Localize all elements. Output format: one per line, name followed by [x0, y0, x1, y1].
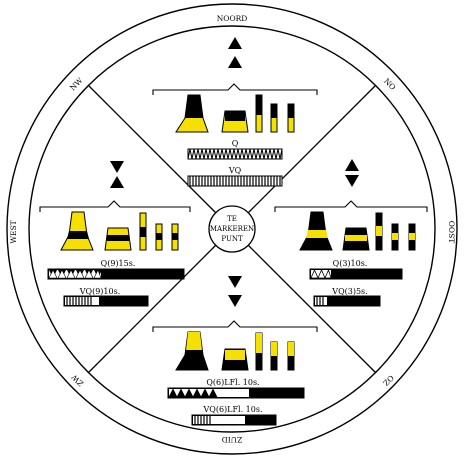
west-light-vq-label: VQ(9)10s. [79, 287, 121, 296]
north-spar-buoy-tall [256, 95, 262, 132]
south-bracket [153, 321, 317, 332]
east-spar-buoy-tall [376, 213, 382, 250]
west-spar-buoy-short [172, 224, 178, 250]
east-light-q-label: Q(3)10s. [333, 259, 368, 268]
north-quadrant: Q VQ [153, 37, 317, 186]
west-light-vq-flashes [67, 297, 91, 305]
west-spar-buoy-tall [140, 213, 146, 250]
west-bracket [40, 201, 190, 212]
east-bracket [275, 201, 427, 212]
east-spar-buoy-short [409, 224, 415, 250]
west-quadrant: Q(9)15s. VQ(9)10s. [40, 161, 190, 306]
north-pillar-buoy [176, 95, 208, 132]
center-label-line1: TE [227, 215, 237, 223]
east-can-buoy [343, 228, 369, 250]
east-quadrant: Q(3)10s. VQ(3)5s. [275, 159, 427, 306]
south-quadrant: Q(6)LFl. 10s. VQ(6)LFl. 10s. [153, 276, 317, 425]
south-pillar-buoy [176, 332, 208, 370]
center-label-line2: MARKEREN [210, 225, 254, 233]
compass-sw: ZW [70, 372, 86, 388]
south-can-buoy [222, 349, 248, 370]
north-light-q-label: Q [232, 139, 239, 148]
south-spar-buoy-short [288, 342, 294, 370]
east-spar-buoy-medium [392, 224, 398, 250]
north-topmark-upper-cone [228, 37, 242, 49]
compass-south: ZUID [222, 435, 243, 444]
north-spar-buoy-short [288, 104, 294, 132]
east-pillar-buoy [300, 212, 332, 250]
south-spar-buoy-tall [256, 333, 262, 370]
south-topmark-lower-cone [228, 295, 242, 307]
west-topmark-lower-cone [110, 176, 124, 188]
east-light-vq-label: VQ(3)5s. [331, 287, 367, 296]
north-bracket [153, 84, 317, 95]
south-light-vq-label: VQ(6)LFl. 10s. [202, 405, 262, 414]
compass-west: WEST [9, 220, 18, 243]
compass-north: NOORD [217, 14, 248, 23]
west-topmark-upper-cone [110, 161, 124, 173]
east-topmark-upper-cone [345, 159, 359, 171]
north-spar-buoy-medium [271, 104, 277, 132]
compass-east: OOST [447, 221, 456, 243]
compass-nw: NW [68, 76, 85, 93]
west-light-q-label: Q(9)15s. [101, 259, 136, 268]
south-light-q-label: Q(6)LFl. 10s. [206, 378, 259, 387]
north-light-vq-label: VQ [228, 166, 242, 175]
west-spar-buoy-medium [156, 224, 162, 250]
east-light-q-flashes [311, 270, 331, 278]
compass-ne: NO [382, 77, 397, 92]
west-pillar-buoy [61, 212, 93, 250]
south-topmark-upper-cone [228, 276, 242, 288]
south-spar-buoy-medium [271, 342, 277, 370]
north-can-buoy [222, 111, 248, 132]
west-can-buoy [105, 228, 131, 250]
east-topmark-lower-cone [345, 175, 359, 187]
north-topmark-lower-cone [228, 56, 242, 68]
center-label-line3: PUNT [221, 235, 243, 243]
